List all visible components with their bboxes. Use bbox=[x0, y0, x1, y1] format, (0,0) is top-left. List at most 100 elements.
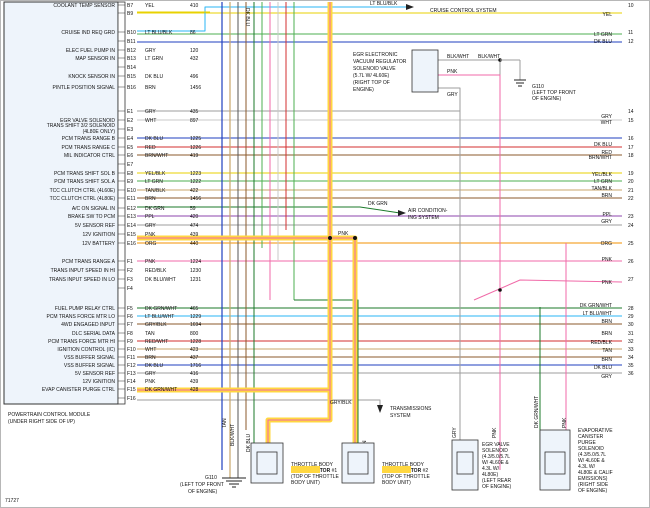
right-pin-number: 33 bbox=[628, 347, 634, 353]
pin-name: TRANS INPUT SPEED IN HI bbox=[51, 268, 115, 274]
pin-id: F12 bbox=[127, 363, 136, 369]
inj2-dkgrn bbox=[294, 299, 359, 470]
wire-circuit: 897 bbox=[190, 118, 199, 124]
pin-name: (4L80E ONLY) bbox=[83, 129, 116, 135]
wire-color: LT GRN bbox=[145, 179, 163, 185]
right-wire-color: BRN bbox=[601, 193, 612, 199]
wire-color: BRN bbox=[145, 355, 156, 361]
evap-label: (RIGHT SIDE bbox=[578, 482, 609, 488]
pin-id: B7 bbox=[127, 3, 133, 9]
pin-name: TCC CLUTCH CTRL (4L80E) bbox=[50, 196, 116, 202]
evap-label: CANISTER bbox=[578, 434, 604, 440]
egr-gry bbox=[438, 87, 461, 470]
wire-color: RED/WHT bbox=[145, 339, 168, 345]
cruise-system-label: CRUISE CONTROL SYSTEM bbox=[430, 8, 497, 14]
pin-id: F9 bbox=[127, 339, 133, 345]
right-wire-color: GRY bbox=[601, 219, 612, 225]
egr-solenoid-label: (4.3/5.0/5.7L bbox=[482, 454, 510, 460]
g110-bottom: OF ENGINE) bbox=[188, 489, 218, 495]
g110-bottom: (LEFT TOP FRONT bbox=[180, 482, 224, 488]
vertical-label: BLK/WHT bbox=[230, 424, 236, 446]
pin-name: 12V IGNITION bbox=[82, 379, 115, 385]
pin-id: F16 bbox=[127, 396, 136, 402]
injector-2-label: (TOP OF THROTTLE bbox=[382, 474, 430, 480]
pin-name: MIL INDICATOR CTRL bbox=[64, 153, 115, 159]
injector-2-label-post: #2 bbox=[421, 468, 428, 474]
splice-dot bbox=[328, 236, 332, 240]
pin-id: B11 bbox=[127, 39, 136, 45]
right-pin-number: 30 bbox=[628, 322, 634, 328]
right-pin-number: 15 bbox=[628, 118, 634, 124]
right-pin-number: 26 bbox=[628, 259, 634, 265]
wire-circuit: 1229 bbox=[190, 314, 201, 320]
wire-circuit: 439 bbox=[190, 232, 199, 238]
egr-solenoid-coil bbox=[456, 451, 474, 475]
vertical-label: DK GRN/WHT bbox=[534, 396, 540, 428]
right-wire-color: YEL/BLK bbox=[592, 172, 613, 178]
egr-wire-label: GRY bbox=[447, 92, 458, 98]
wire-color: GRY bbox=[145, 48, 156, 54]
right-wire-color: RED/BLK bbox=[591, 340, 613, 346]
splice-dot bbox=[498, 288, 502, 292]
wire-circuit: 496 bbox=[190, 74, 199, 80]
pin-id: E9 bbox=[127, 179, 133, 185]
cruise-wire bbox=[137, 6, 410, 32]
right-pin-number: 20 bbox=[628, 179, 634, 185]
wire-circuit: 59 bbox=[190, 206, 196, 212]
pin-id: F15 bbox=[127, 387, 136, 393]
pin-id: E12 bbox=[127, 206, 136, 212]
egr-solenoid-label: W/ 4L60E & bbox=[482, 460, 509, 466]
ac-label: ING SYSTEM bbox=[408, 215, 439, 221]
right-pin-number: 35 bbox=[628, 363, 634, 369]
wire-circuit: 86 bbox=[190, 30, 196, 36]
evap-label: SOLENOID bbox=[578, 446, 604, 452]
pin-id: E13 bbox=[127, 214, 136, 220]
wire-color: TAN bbox=[145, 331, 155, 337]
right-pin-number: 18 bbox=[628, 153, 634, 159]
pin-id: F7 bbox=[127, 322, 133, 328]
wire-circuit: 465 bbox=[190, 306, 199, 312]
egr-solenoid-label: 4L80E) bbox=[482, 472, 498, 478]
trans-arrow bbox=[377, 405, 383, 413]
pin-name: 5V SENSOR REF bbox=[75, 371, 115, 377]
right-pin-number: 36 bbox=[628, 371, 634, 377]
egr-solenoid-label: (LEFT REAR bbox=[482, 478, 511, 484]
pin-name: TRANS INPUT SPEED IN LO bbox=[49, 277, 115, 283]
wire-color: LT BLU/WHT bbox=[145, 314, 174, 320]
pin-id: E1 bbox=[127, 109, 133, 115]
pin-id: B14 bbox=[127, 65, 136, 71]
evap-box bbox=[539, 429, 571, 491]
wire-circuit: 1231 bbox=[190, 277, 201, 283]
wire-color: BRN/WHT bbox=[145, 153, 168, 159]
wire-color: GRY/BLK bbox=[145, 322, 167, 328]
wire-color: DK BLU/WHT bbox=[145, 277, 176, 283]
wire-color: LT GRN bbox=[145, 56, 163, 62]
wire-color: GRY bbox=[145, 223, 156, 229]
ac-wire bbox=[137, 206, 401, 214]
wire-color: LT BLU/BLK bbox=[145, 30, 173, 36]
right-pin-number: 22 bbox=[628, 196, 634, 202]
inj2-highlight bbox=[382, 466, 411, 473]
pin-name: 12V BATTERY bbox=[82, 241, 116, 247]
right-pin-number: 16 bbox=[628, 136, 634, 142]
right-wire-color: DK GRN/WHT bbox=[580, 303, 612, 309]
pin-name: ELEC FUEL PUMP IN bbox=[66, 48, 116, 54]
right-wire-color: TAN/BLK bbox=[592, 186, 613, 192]
ac-label: AIR CONDITION- bbox=[408, 208, 448, 214]
g110-top: OF ENGINE) bbox=[532, 96, 562, 102]
wire-circuit: 1224 bbox=[190, 259, 201, 265]
splice-dot bbox=[353, 236, 357, 240]
pin-name: DLC SERIAL DATA bbox=[72, 331, 116, 337]
right-wire-color: GRY bbox=[601, 374, 612, 380]
right-wire-color: DK BLU bbox=[594, 39, 612, 45]
wire-circuit: 420 bbox=[190, 214, 199, 220]
pin-id: F1 bbox=[127, 259, 133, 265]
wire-circuit: 428 bbox=[190, 387, 199, 393]
right-pin-number: 27 bbox=[628, 277, 634, 283]
wire-circuit: 410 bbox=[190, 3, 199, 9]
egr-pnk-link bbox=[473, 279, 623, 301]
right-wire-color: BRN bbox=[601, 331, 612, 337]
wire-color: YEL/BLK bbox=[145, 171, 166, 177]
pin-name: TCC CLUTCH CTRL (4L60E) bbox=[50, 188, 116, 194]
